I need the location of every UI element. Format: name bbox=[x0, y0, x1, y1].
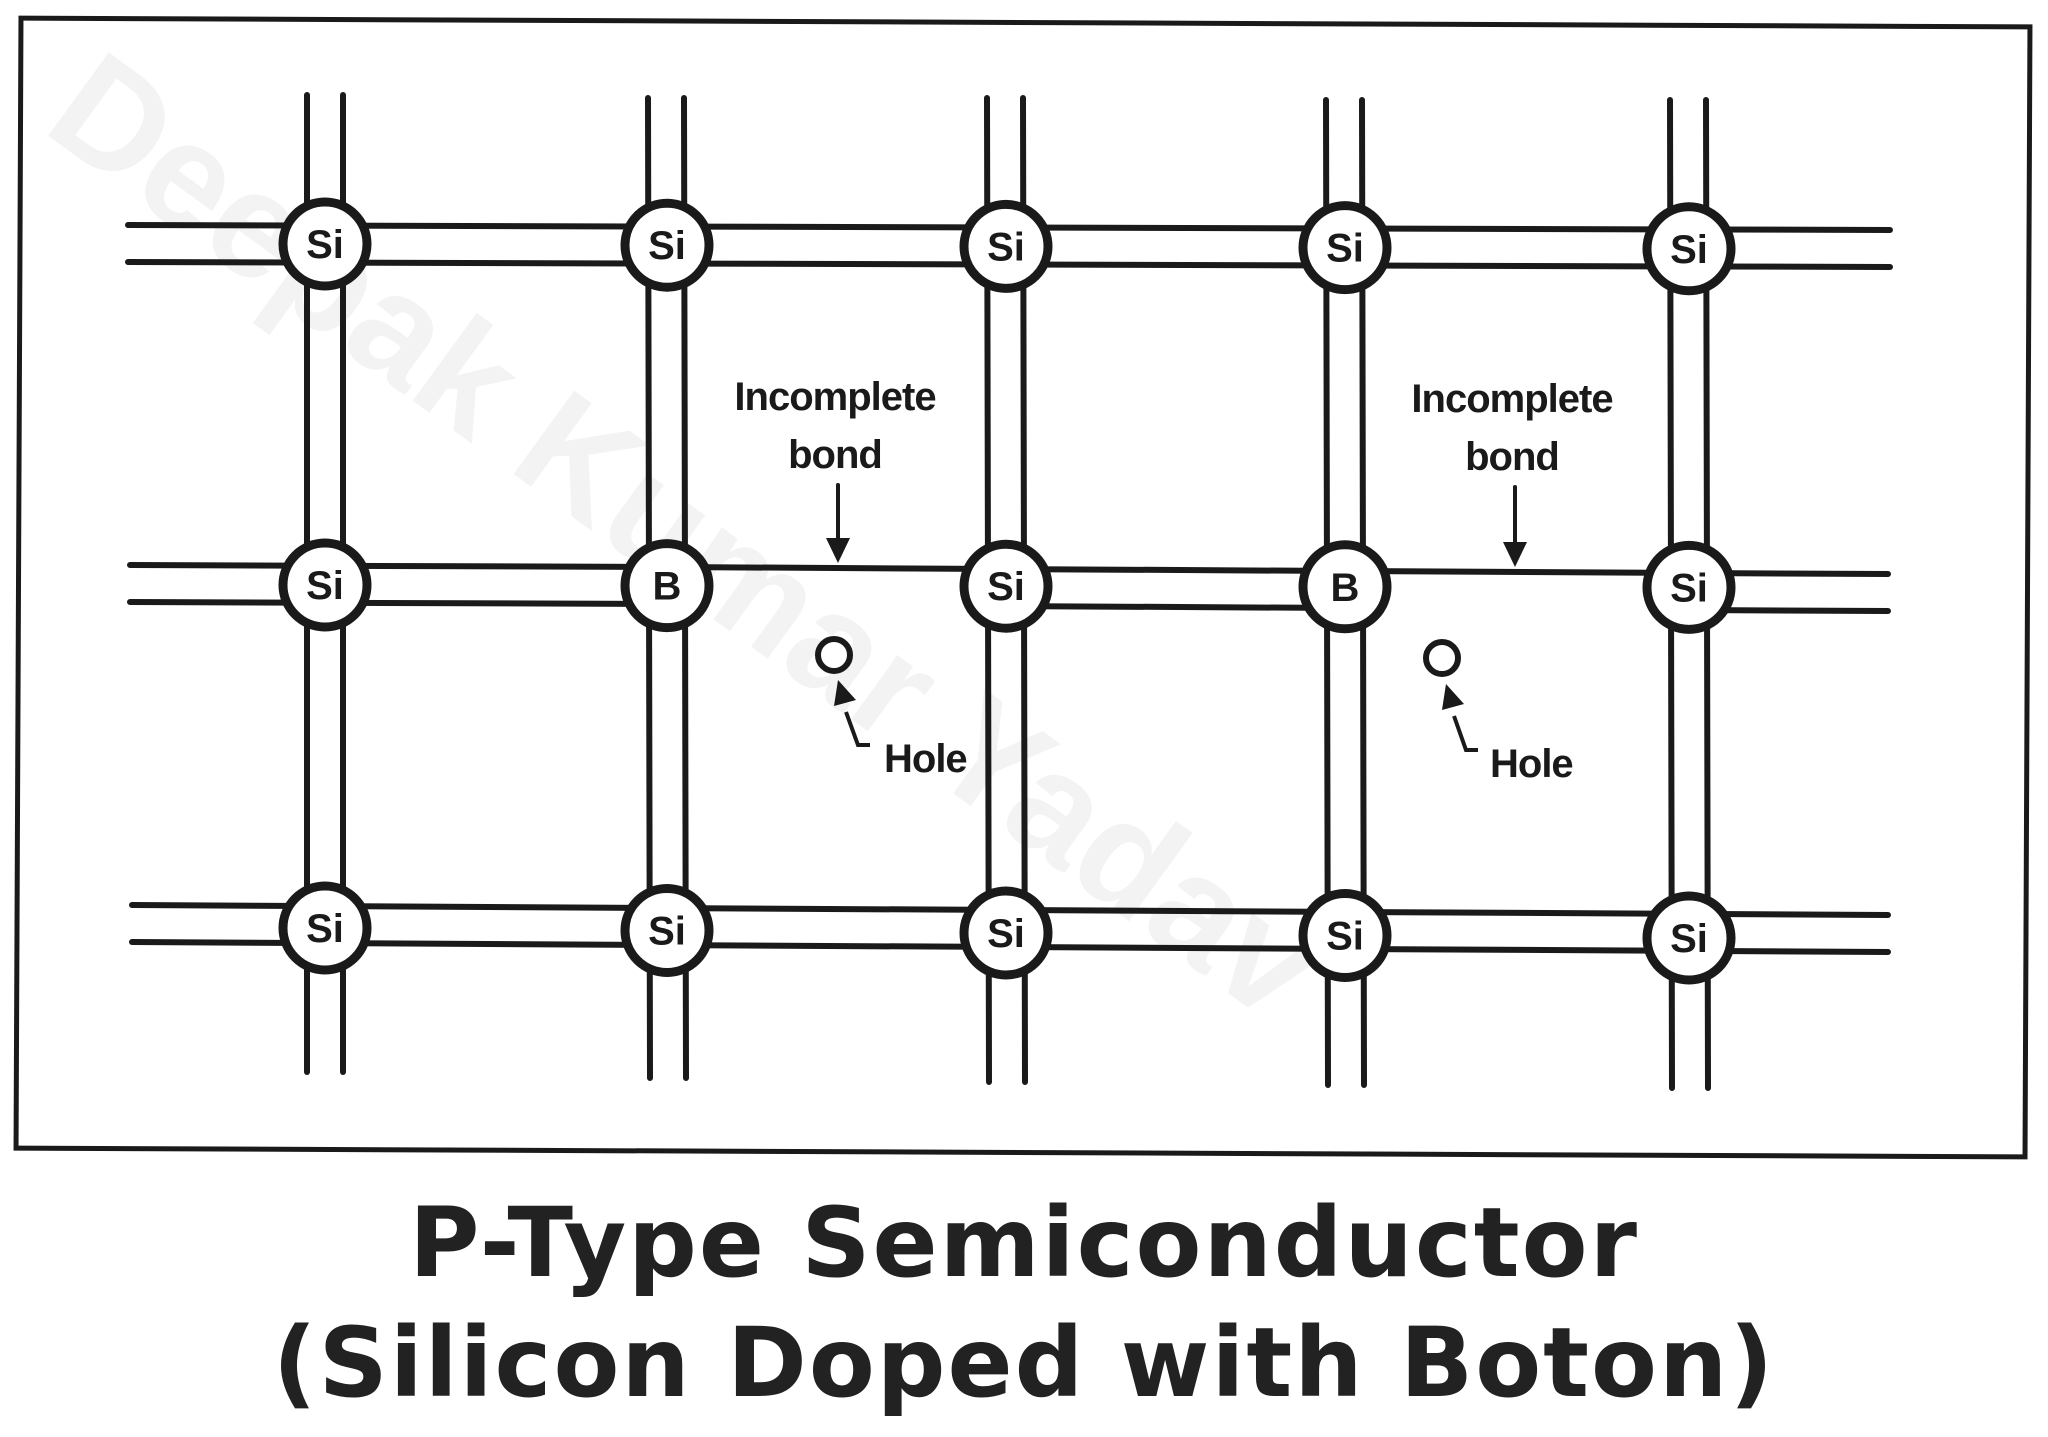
atom-label: Si bbox=[987, 912, 1025, 956]
caption-subtitle: (Silicon Doped with Boton) bbox=[272, 1307, 1776, 1419]
annotation-incomplete-bond-2: Incomplete bond bbox=[1411, 377, 1614, 567]
bond-row2-left-top bbox=[127, 562, 663, 570]
hole-1-symbol bbox=[815, 636, 853, 674]
atom-si-r2c1: Si bbox=[278, 538, 372, 632]
atom-circle bbox=[278, 881, 372, 975]
atom-label: Si bbox=[648, 910, 686, 954]
atom-circle bbox=[620, 539, 714, 633]
incomplete-bond-2-label-line1: Incomplete bbox=[1411, 377, 1612, 421]
hole-1-pointer bbox=[844, 711, 870, 747]
hole-2-symbol bbox=[1423, 639, 1461, 677]
atom-b-r2c2: B bbox=[620, 539, 714, 633]
incomplete-bond-1 bbox=[667, 564, 1003, 572]
bond-row2-mid-bottom bbox=[1002, 603, 1348, 611]
hole-1-label: Hole bbox=[884, 737, 967, 781]
atom-si-r3c3: Si bbox=[959, 886, 1053, 980]
atom-si-r1c2: Si bbox=[620, 198, 714, 292]
bond-row2-left-bottom bbox=[127, 599, 663, 607]
atom-si-r3c2: Si bbox=[620, 884, 714, 977]
atom-b-r2c4: B bbox=[1298, 540, 1392, 634]
incomplete-bond-2 bbox=[1342, 568, 1693, 576]
hole-2-arrowhead bbox=[1442, 684, 1464, 710]
atom-circle bbox=[278, 197, 372, 291]
atom-si-r3c4: Si bbox=[1298, 889, 1392, 982]
atom-si-r1c3: Si bbox=[959, 199, 1053, 293]
atom-circle bbox=[959, 886, 1053, 980]
atom-circle bbox=[278, 538, 372, 632]
incomplete-bond-1-label-line2: bond bbox=[788, 433, 882, 477]
atom-si-r2c5: Si bbox=[1642, 540, 1736, 634]
atom-si-r1c5: Si bbox=[1642, 202, 1736, 296]
atom-si-r1c4: Si bbox=[1298, 201, 1392, 295]
annotation-incomplete-bond-1: Incomplete bond bbox=[734, 375, 937, 563]
atom-label: Si bbox=[1670, 566, 1708, 610]
hole-1-arrowhead bbox=[834, 680, 856, 706]
atom-circle bbox=[959, 199, 1053, 293]
atom-label: Si bbox=[987, 565, 1025, 609]
atom-label: Si bbox=[306, 223, 344, 267]
atom-circle bbox=[1298, 201, 1392, 295]
atom-circle bbox=[620, 198, 714, 292]
atom-circle bbox=[1642, 540, 1736, 634]
atom-label: Si bbox=[1670, 917, 1708, 961]
atom-label: Si bbox=[648, 224, 686, 268]
atom-label: Si bbox=[987, 225, 1025, 269]
atom-circle bbox=[1298, 889, 1392, 982]
atom-si-r3c5: Si bbox=[1642, 891, 1736, 985]
incomplete-bond-1-arrowhead bbox=[826, 538, 850, 563]
incomplete-bond-2-arrowhead bbox=[1503, 542, 1527, 567]
atom-circle bbox=[959, 539, 1053, 633]
atom-si-r1c1: Si bbox=[278, 197, 372, 291]
atom-label: Si bbox=[1326, 915, 1364, 959]
atom-label: B bbox=[1331, 566, 1360, 610]
caption-title: P-Type Semiconductor bbox=[409, 1187, 1639, 1299]
atom-label: Si bbox=[306, 907, 344, 951]
atom-si-r2c3: Si bbox=[959, 539, 1053, 633]
atom-label: B bbox=[653, 565, 682, 609]
atom-circle bbox=[1642, 891, 1736, 985]
atom-circle bbox=[620, 884, 714, 977]
annotation-hole-1: Hole bbox=[815, 636, 968, 781]
atom-circle bbox=[1642, 202, 1736, 296]
atom-label: Si bbox=[306, 564, 344, 608]
atom-label: Si bbox=[1326, 227, 1364, 271]
atom-circle bbox=[1298, 540, 1392, 634]
incomplete-bond-2-label-line2: bond bbox=[1465, 435, 1559, 479]
hole-2-label: Hole bbox=[1490, 742, 1573, 786]
atom-label: Si bbox=[1670, 228, 1708, 272]
incomplete-bond-1-label-line1: Incomplete bbox=[734, 375, 935, 419]
hole-2-pointer bbox=[1452, 715, 1478, 752]
annotation-hole-2: Hole bbox=[1423, 639, 1574, 786]
bond-row2-mid-top bbox=[1002, 566, 1348, 574]
atom-si-r3c1: Si bbox=[278, 881, 372, 975]
